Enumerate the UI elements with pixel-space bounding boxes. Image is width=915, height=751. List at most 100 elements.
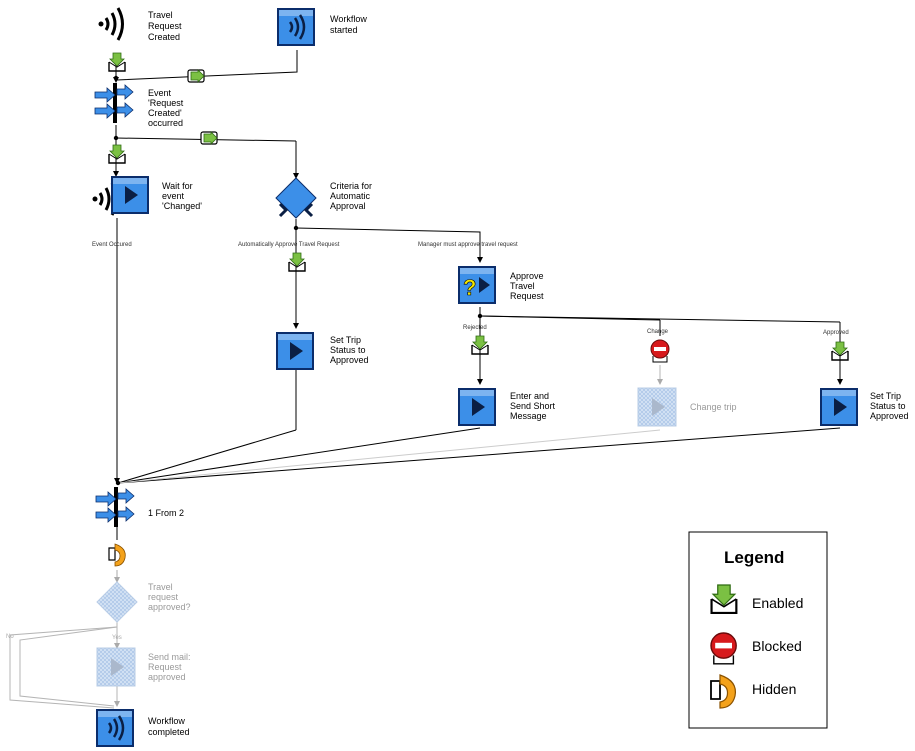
step-icon [96,647,136,687]
node-label: Send Short [510,401,556,411]
question-icon [457,265,497,305]
fork-icon [95,486,135,528]
legend-title: Legend [724,548,784,567]
enabled-icon [288,252,306,272]
node-label: Event [148,88,172,98]
step-icon [458,388,496,426]
node-label: request [148,592,179,602]
node-label: Approval [330,201,366,211]
node-label: Message [510,411,547,421]
enabled-icon [108,144,126,164]
node-label: Request [148,21,182,31]
node-label: Status to [330,345,366,355]
node-label: Approve [510,271,544,281]
enabled-icon [200,131,218,145]
node-label: Status to [870,401,906,411]
step-icon [276,332,314,370]
node-label: Criteria for [330,181,372,191]
node-label: Request [510,291,544,301]
change-trip-node: Change trip [637,387,737,427]
edge-label-no: No [6,634,14,640]
node-label: Set Trip [870,391,901,401]
node-label: Enter and [510,391,549,401]
decision-icon [96,581,138,623]
node-label: occurred [148,118,183,128]
node-label: Request [148,662,182,672]
node-label: approved [148,672,186,682]
node-label: Workflow [148,716,185,726]
node-label: Send mail: [148,652,191,662]
step-icon [111,176,149,214]
step-icon [820,388,858,426]
edge-label-rejected: Rejected [463,325,487,331]
legend-item-label: Hidden [752,681,796,697]
node-label: Approved [870,411,909,421]
node-label: event [162,191,185,201]
legend-item-label: Blocked [752,638,802,654]
node-label: Travel [148,582,173,592]
node-label: Set Trip [330,335,361,345]
node-label: 1 From 2 [148,508,184,518]
event-box-icon [94,707,136,749]
faded-edges [9,365,663,709]
node-label: Created' [148,108,182,118]
edge-label-event-occured: Event Occured [92,242,132,248]
hidden-icon [108,543,126,567]
step-icon [637,387,677,427]
event-box-icon [275,6,317,48]
edge-label-manager-approve: Manager must approve travel request [418,242,518,248]
node-label: started [330,25,358,35]
event-wave-icon [97,6,124,42]
node-label: Change trip [690,402,737,412]
legend: Legend Enabled Blocked Hidden [688,531,828,729]
node-label: Automatic [330,191,371,201]
node-label: Wait for [162,181,193,191]
node-label: Created [148,32,180,42]
enabled-icon [108,52,126,72]
blocked-icon [650,339,670,363]
join-node: 1 From 2 [95,486,184,528]
decision-icon [274,176,318,220]
enabled-icon [187,69,205,83]
node-label: approved? [148,602,191,612]
edge-label-auto-approve: Automatically Approve Travel Request [238,242,340,248]
edge-dots [113,75,483,486]
edge-label-yes: Yes [112,635,122,641]
fork-icon [94,82,134,124]
legend-item-label: Enabled [752,595,803,611]
node-label: 'Request [148,98,184,108]
node-label: Travel [510,281,535,291]
node-label: 'Changed' [162,201,202,211]
node-label: Travel [148,10,173,20]
edge-label-approved: Approved [823,330,849,336]
node-label: Workflow [330,14,367,24]
edge-label-change: Change [647,329,669,335]
node-label: Approved [330,355,369,365]
node-label: completed [148,727,190,737]
